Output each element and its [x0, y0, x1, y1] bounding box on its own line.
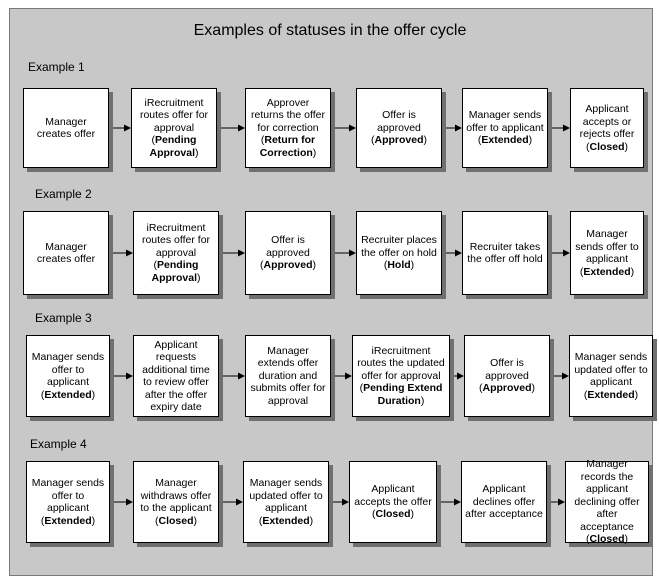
- step-content: Manager creates offer: [27, 241, 105, 266]
- step-text: Offer is approved: [485, 357, 529, 382]
- step-box: Manager records the applicant declining …: [565, 458, 649, 546]
- status-label: Approved: [482, 382, 532, 395]
- step-content: Applicant accepts or rejects offer (Clos…: [579, 103, 635, 153]
- step-text: Applicant accepts or rejects offer: [579, 103, 635, 140]
- step-content: Manager sends offer to applicant (Extend…: [31, 351, 105, 401]
- step-box: Manager creates offer: [23, 211, 109, 295]
- step-content: Applicant declines offer after acceptanc…: [465, 483, 543, 521]
- step-content: Applicant requests additional time to re…: [137, 339, 215, 414]
- status-label: Extended: [44, 514, 92, 527]
- step-content: Recruiter places the offer on hold (Hold…: [361, 234, 437, 272]
- step-text: iRecruitment routes offer for approval: [139, 96, 209, 134]
- step-content: Manager sends updated offer to applicant…: [574, 351, 648, 401]
- step-content: Manager records the applicant declining …: [574, 458, 640, 546]
- step-text: Manager sends offer to applicant: [466, 109, 544, 134]
- step-box: Manager withdraws offer to the applicant…: [133, 461, 219, 543]
- step-text: Offer is approved: [266, 234, 310, 259]
- step-content: Offer is approved (Approved): [478, 357, 535, 395]
- step-text: Manager sends updated offer to applicant: [249, 477, 323, 514]
- step-content: Offer is approved (Approved): [370, 109, 427, 147]
- status-label: Approved: [263, 259, 313, 272]
- step-text: Manager withdraws offer to the applicant: [140, 477, 212, 514]
- step-box: Recruiter takes the offer off hold: [462, 211, 548, 295]
- step-box: Manager extends offer duration and submi…: [245, 335, 331, 417]
- step-content: iRecruitment routes offer for approval (…: [139, 96, 209, 159]
- step-text: Manager sends offer to applicant: [31, 351, 105, 388]
- step-content: Applicant accepts the offer (Closed): [354, 483, 432, 521]
- step-box: Manager sends offer to applicant (Extend…: [26, 335, 110, 417]
- status-label: Closed: [158, 514, 194, 527]
- step-box: Manager creates offer: [23, 88, 109, 168]
- step-box: Offer is approved (Approved): [356, 88, 442, 168]
- step-box: Manager sends updated offer to applicant…: [569, 335, 653, 417]
- step-content: Manager withdraws offer to the applicant…: [140, 477, 212, 527]
- step-content: Approver returns the offer for correctio…: [251, 96, 325, 159]
- step-box: Offer is approved (Approved): [245, 211, 331, 295]
- step-box: Applicant requests additional time to re…: [133, 335, 219, 417]
- step-text: Applicant requests additional time to re…: [142, 338, 210, 414]
- step-box: Applicant declines offer after acceptanc…: [461, 461, 547, 543]
- step-text: Manager sends offer to applicant: [31, 477, 105, 514]
- step-content: Manager sends offer to applicant (Extend…: [466, 109, 544, 147]
- step-text: Manager sends updated offer to applicant: [574, 351, 648, 388]
- step-text: Manager sends offer to applicant: [575, 228, 639, 265]
- step-text: Manager creates offer: [36, 240, 96, 266]
- example-label: Example 4: [30, 437, 87, 451]
- step-text: Approver returns the offer for correctio…: [251, 96, 325, 134]
- step-text: Recruiter places the offer on hold: [361, 234, 437, 259]
- status-label: Extended: [583, 265, 631, 278]
- step-text: Manager extends offer duration and submi…: [250, 344, 326, 407]
- step-box: iRecruitment routes offer for approval (…: [131, 88, 217, 168]
- step-box: Recruiter places the offer on hold (Hold…: [356, 211, 442, 295]
- step-content: Recruiter takes the offer off hold: [466, 241, 544, 266]
- step-text: iRecruitment routes offer for approval: [141, 221, 211, 259]
- step-content: Offer is approved (Approved): [259, 234, 316, 272]
- step-box: Manager sends offer to applicant (Extend…: [570, 211, 644, 295]
- status-label: Approved: [374, 134, 424, 147]
- status-label: Closed: [375, 508, 411, 521]
- step-content: Manager extends offer duration and submi…: [249, 345, 327, 408]
- diagram-title: Examples of statuses in the offer cycle: [193, 22, 467, 39]
- step-box: iRecruitment routes the updated offer fo…: [352, 335, 450, 417]
- step-content: iRecruitment routes the updated offer fo…: [357, 344, 445, 407]
- example-label: Example 3: [35, 311, 92, 325]
- step-content: iRecruitment routes offer for approval (…: [141, 221, 211, 284]
- example-label: Example 2: [35, 187, 92, 201]
- step-content: Manager sends updated offer to applicant…: [249, 477, 323, 527]
- step-box: Manager sends updated offer to applicant…: [243, 461, 329, 543]
- step-box: iRecruitment routes offer for approval (…: [133, 211, 219, 295]
- step-content: Manager sends offer to applicant (Extend…: [575, 228, 639, 278]
- step-text: Manager records the applicant declining …: [574, 458, 640, 533]
- step-text: Recruiter takes the offer off hold: [467, 240, 543, 266]
- status-label: Extended: [481, 134, 529, 147]
- status-label: Pending Approval: [149, 134, 197, 159]
- step-box: Approver returns the offer for correctio…: [245, 88, 331, 168]
- status-label: Return for Correction: [259, 134, 316, 159]
- status-label: Extended: [262, 514, 310, 527]
- status-label: Pending Approval: [151, 259, 199, 284]
- step-box: Offer is approved (Approved): [464, 335, 550, 417]
- example-label: Example 1: [28, 60, 85, 74]
- status-label: Extended: [587, 388, 635, 401]
- status-label: Closed: [589, 533, 625, 546]
- step-box: Manager sends offer to applicant (Extend…: [462, 88, 548, 168]
- step-content: Manager sends offer to applicant (Extend…: [31, 477, 105, 527]
- status-label: Pending Extend Duration: [363, 382, 443, 407]
- step-box: Applicant accepts or rejects offer (Clos…: [570, 88, 644, 168]
- step-box: Manager sends offer to applicant (Extend…: [26, 461, 110, 543]
- step-text: Applicant declines offer after acceptanc…: [465, 483, 543, 521]
- step-text: Offer is approved: [377, 109, 421, 134]
- status-label: Closed: [589, 140, 625, 153]
- step-text: Applicant accepts the offer: [354, 483, 432, 508]
- step-content: Manager creates offer: [27, 116, 105, 141]
- status-label: Extended: [44, 388, 92, 401]
- step-text: iRecruitment routes the updated offer fo…: [357, 344, 445, 382]
- step-text: Manager creates offer: [36, 115, 96, 141]
- step-box: Applicant accepts the offer (Closed): [349, 461, 437, 543]
- status-label: Hold: [387, 259, 411, 272]
